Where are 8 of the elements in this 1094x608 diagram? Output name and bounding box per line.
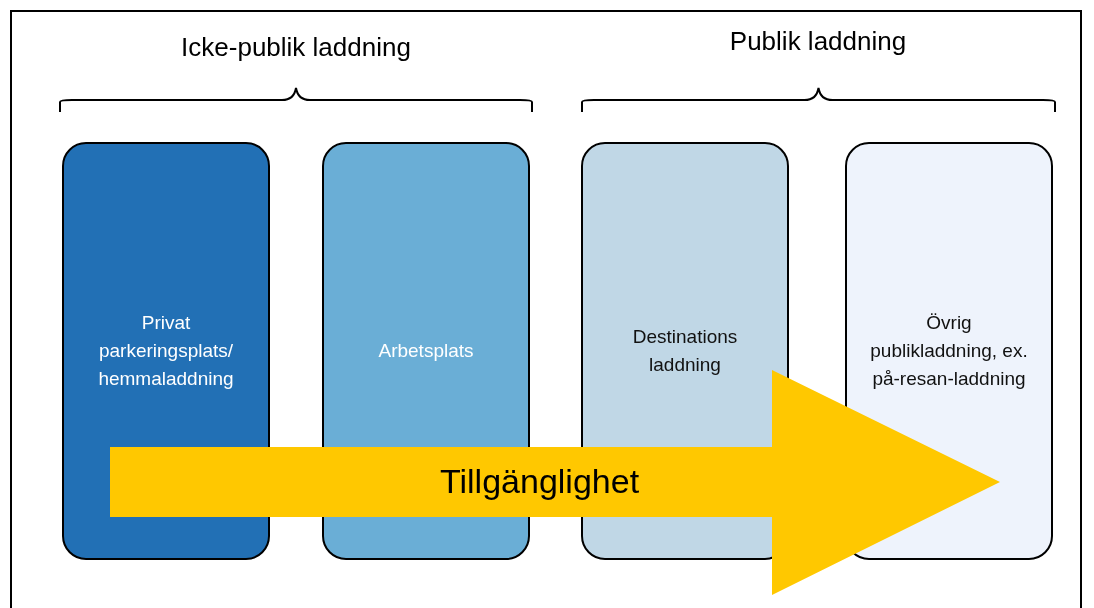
- group-heading: Icke-publik laddning: [181, 32, 411, 63]
- edge-label: Tillgänglighet: [440, 462, 640, 501]
- box-label: Övrig publikladdning, ex. på-resan-laddning: [869, 311, 1029, 391]
- box-label: Destinations laddning: [631, 325, 739, 377]
- box-label: Privat parkeringsplats/ hemmaladdning: [97, 311, 235, 391]
- group-heading: Publik laddning: [729, 26, 907, 57]
- block-arrow: [110, 370, 1000, 595]
- box-label: Arbetsplats: [378, 339, 474, 363]
